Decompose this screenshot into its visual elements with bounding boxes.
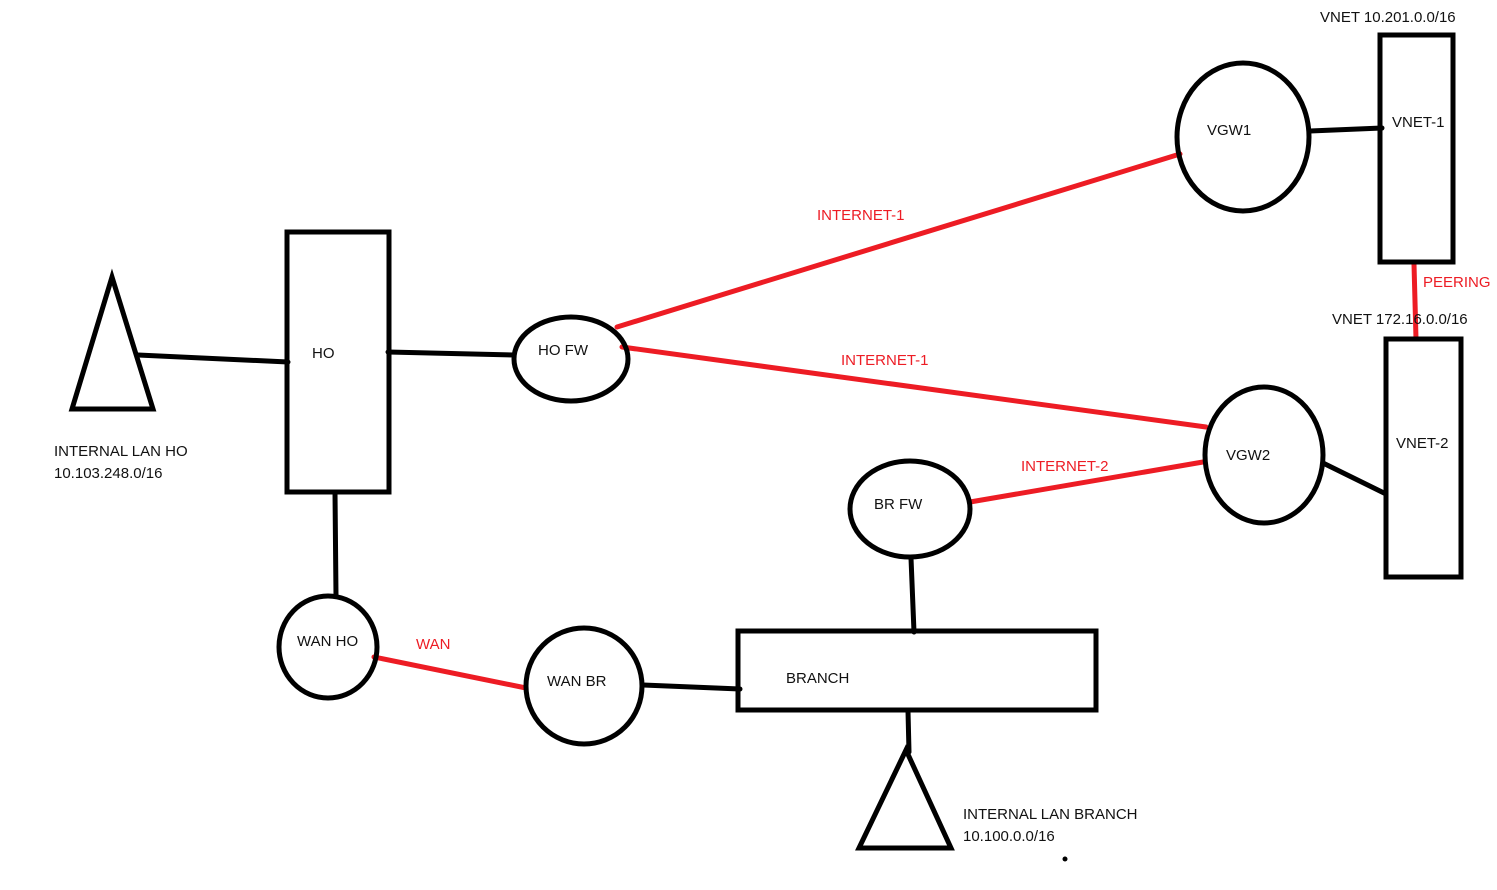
link-ho-to-ho-fw — [385, 349, 517, 358]
link-peering-vnet1-to-vnet2 — [1411, 261, 1419, 342]
br-fw-label: BR FW — [874, 496, 923, 513]
vnet1-caption: VNET 10.201.0.0/16 — [1320, 9, 1456, 26]
shapes-layer — [68, 32, 1464, 862]
ho-fw-label: HO FW — [538, 342, 589, 359]
vnet2-label: VNET-2 — [1396, 435, 1449, 452]
link-wan-ho-to-wan-br — [371, 654, 529, 691]
link-wan-br-to-branch — [640, 682, 743, 692]
lan-branch-caption-line2: 10.100.0.0/16 — [963, 828, 1055, 845]
peering-link-label: PEERING — [1423, 274, 1491, 291]
ho-label: HO — [312, 345, 335, 362]
link-ho-to-wan-ho — [332, 489, 339, 599]
link-internet1-ho-fw-to-vgw1 — [614, 151, 1183, 330]
vnet1-label: VNET-1 — [1392, 114, 1445, 131]
vnet2-rect — [1383, 336, 1464, 580]
vnet2-caption: VNET 172.16.0.0/16 — [1332, 311, 1468, 328]
branch-rect — [735, 628, 1099, 713]
br-fw-ellipse — [847, 458, 973, 560]
lan-ho-caption-line1: INTERNAL LAN HO — [54, 443, 188, 460]
link-internet2-br-fw-to-vgw2 — [967, 459, 1206, 505]
link-vgw2-to-vnet2 — [1320, 460, 1389, 497]
ho-rect — [284, 229, 392, 495]
link-internet1-ho-fw-to-vgw2 — [619, 344, 1209, 430]
link-lan-ho-to-ho — [135, 352, 291, 365]
link-br-fw-to-branch — [908, 555, 917, 635]
wan-ho-ellipse — [276, 593, 380, 701]
vnet1-rect — [1377, 32, 1456, 265]
internet2-link-label: INTERNET-2 — [1021, 458, 1109, 475]
wan-br-ellipse — [523, 625, 645, 747]
vgw2-label: VGW2 — [1226, 447, 1270, 464]
lan-ho-triangle — [68, 268, 157, 412]
link-vgw1-to-vnet1 — [1307, 125, 1385, 134]
ho-fw-ellipse — [511, 314, 631, 404]
stray-dot — [1062, 856, 1068, 862]
wan-ho-label: WAN HO — [297, 633, 358, 650]
link-branch-to-lan-branch — [905, 708, 912, 755]
lan-branch-caption-line1: INTERNAL LAN BRANCH — [963, 806, 1137, 823]
vgw1-ellipse — [1174, 60, 1312, 214]
wan-link-label: WAN — [416, 636, 450, 653]
labels-layer: HO HO FW VGW1 VNET-1 VNET 10.201.0.0/16 … — [54, 9, 1491, 845]
vgw2-ellipse — [1202, 384, 1326, 526]
internet1-vgw1-link-label: INTERNET-1 — [817, 207, 905, 224]
links-layer — [135, 125, 1419, 755]
vgw1-label: VGW1 — [1207, 122, 1251, 139]
lan-branch-triangle — [855, 744, 955, 851]
branch-label: BRANCH — [786, 670, 849, 687]
internet1-vgw2-link-label: INTERNET-1 — [841, 352, 929, 369]
lan-ho-caption-line2: 10.103.248.0/16 — [54, 465, 162, 482]
wan-br-label: WAN BR — [547, 673, 607, 690]
